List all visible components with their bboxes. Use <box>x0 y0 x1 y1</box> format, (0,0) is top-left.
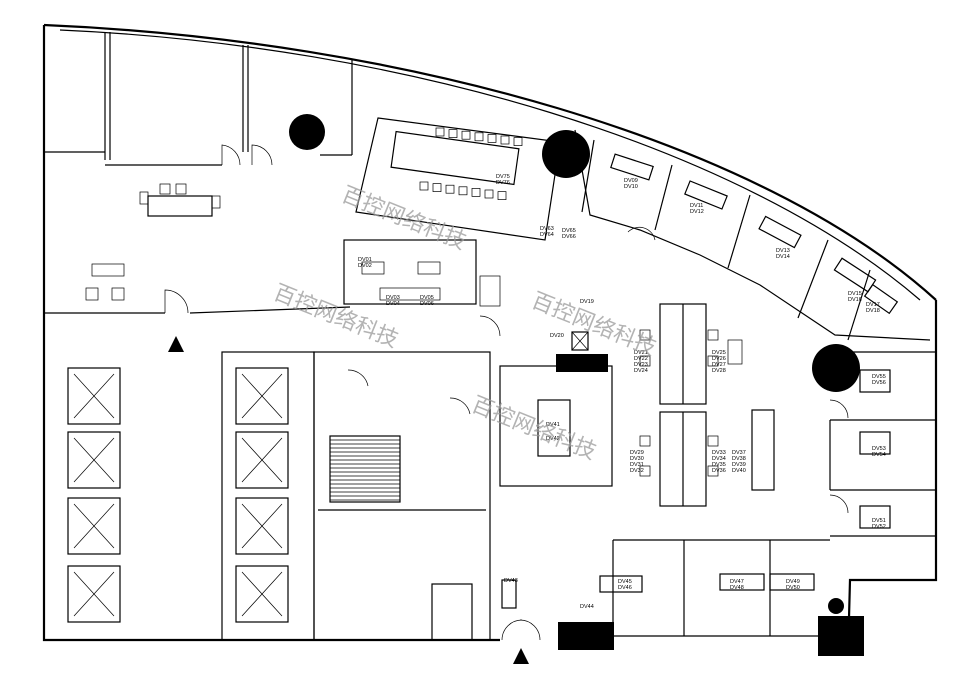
label-dv23: DV23 <box>634 362 648 368</box>
label-dv40: DV40 <box>732 468 746 474</box>
label-dv24: DV24 <box>634 368 648 374</box>
label-dv04: DV04 <box>386 301 400 307</box>
label-dv18: DV18 <box>866 308 880 314</box>
label-dv01: DV01 <box>358 257 372 263</box>
elevator-shaft <box>67 431 121 489</box>
label-dv25: DV25 <box>712 350 726 356</box>
label-dv36: DV36 <box>712 468 726 474</box>
label-dv47: DV47 <box>730 579 744 585</box>
label-dv65: DV65 <box>562 228 576 234</box>
label-dv54: DV54 <box>872 452 886 458</box>
room-labels: DV01 DV02 DV03 DV04 DV05 DV06 DV09 DV10 … <box>358 174 886 610</box>
label-dv38: DV38 <box>732 456 746 462</box>
label-dv37: DV37 <box>732 450 746 456</box>
label-dv53: DV53 <box>872 446 886 452</box>
elevator-shaft <box>235 565 289 623</box>
label-dv16: DV16 <box>848 297 862 303</box>
label-dv14: DV14 <box>776 254 790 260</box>
label-dv51: DV51 <box>872 518 886 524</box>
label-dv21: DV21 <box>634 350 648 356</box>
label-dv17: DV17 <box>866 302 880 308</box>
elevator-shaft <box>235 497 289 555</box>
conference-room <box>355 117 590 241</box>
watermarks: 百控网络科技 百控网络科技 百控网络科技 百控网络科技 <box>270 182 660 465</box>
label-dv39: DV39 <box>732 462 746 468</box>
label-dv09: DV09 <box>624 178 638 184</box>
label-dv52: DV52 <box>872 524 886 530</box>
bottom-offices <box>501 539 830 650</box>
small-office <box>343 239 501 337</box>
watermark-2: 百控网络科技 <box>270 280 402 353</box>
label-dv48: DV48 <box>730 585 744 591</box>
elevator-shaft <box>67 497 121 555</box>
label-dv76: DV76 <box>496 180 510 186</box>
elevator-shaft <box>67 367 121 425</box>
elevator-shafts <box>67 367 289 623</box>
label-dv20: DV20 <box>550 333 564 339</box>
label-dv12: DV12 <box>690 209 704 215</box>
elevator-shaft <box>235 367 289 425</box>
label-dv06: DV06 <box>420 301 434 307</box>
label-dv33: DV33 <box>712 450 726 456</box>
label-dv45: DV45 <box>618 579 632 585</box>
elevator-shaft <box>67 565 121 623</box>
label-dv15: DV15 <box>848 291 862 297</box>
label-dv44: DV44 <box>580 604 594 610</box>
label-dv31: DV31 <box>630 462 644 468</box>
label-dv46: DV46 <box>618 585 632 591</box>
label-dv02: DV02 <box>358 263 372 269</box>
label-dv64: DV64 <box>540 232 554 238</box>
label-dv28: DV28 <box>712 368 726 374</box>
label-dv56: DV56 <box>872 380 886 386</box>
label-dv29: DV29 <box>630 450 644 456</box>
meeting-room <box>499 331 613 487</box>
label-dv42: DV42 <box>546 436 560 442</box>
lounge-furniture <box>44 183 351 352</box>
label-dv35: DV35 <box>712 462 726 468</box>
label-dv32: DV32 <box>630 468 644 474</box>
label-dv34: DV34 <box>712 456 726 462</box>
label-dv03: DV03 <box>386 295 400 301</box>
label-dv27: DV27 <box>712 362 726 368</box>
label-dv19: DV19 <box>580 299 594 305</box>
label-dv05: DV05 <box>420 295 434 301</box>
elevator-shaft <box>235 431 289 489</box>
label-dv75: DV75 <box>496 174 510 180</box>
label-dv22: DV22 <box>634 356 648 362</box>
label-dv10: DV10 <box>624 184 638 190</box>
label-dv49: DV49 <box>786 579 800 585</box>
label-dv43: DV43 <box>504 578 518 584</box>
perimeter-offices <box>574 129 931 392</box>
building-core <box>221 351 529 664</box>
label-dv50: DV50 <box>786 585 800 591</box>
right-offices <box>818 351 936 656</box>
label-dv30: DV30 <box>630 456 644 462</box>
label-dv66: DV66 <box>562 234 576 240</box>
label-dv63: DV63 <box>540 226 554 232</box>
label-dv11: DV11 <box>690 203 703 209</box>
upper-left-offices <box>44 32 353 166</box>
open-workstations <box>639 303 775 507</box>
label-dv41: DV41 <box>546 422 560 428</box>
label-dv26: DV26 <box>712 356 726 362</box>
label-dv55: DV55 <box>872 374 886 380</box>
watermark-4: 百控网络科技 <box>468 392 600 465</box>
label-dv13: DV13 <box>776 248 790 254</box>
